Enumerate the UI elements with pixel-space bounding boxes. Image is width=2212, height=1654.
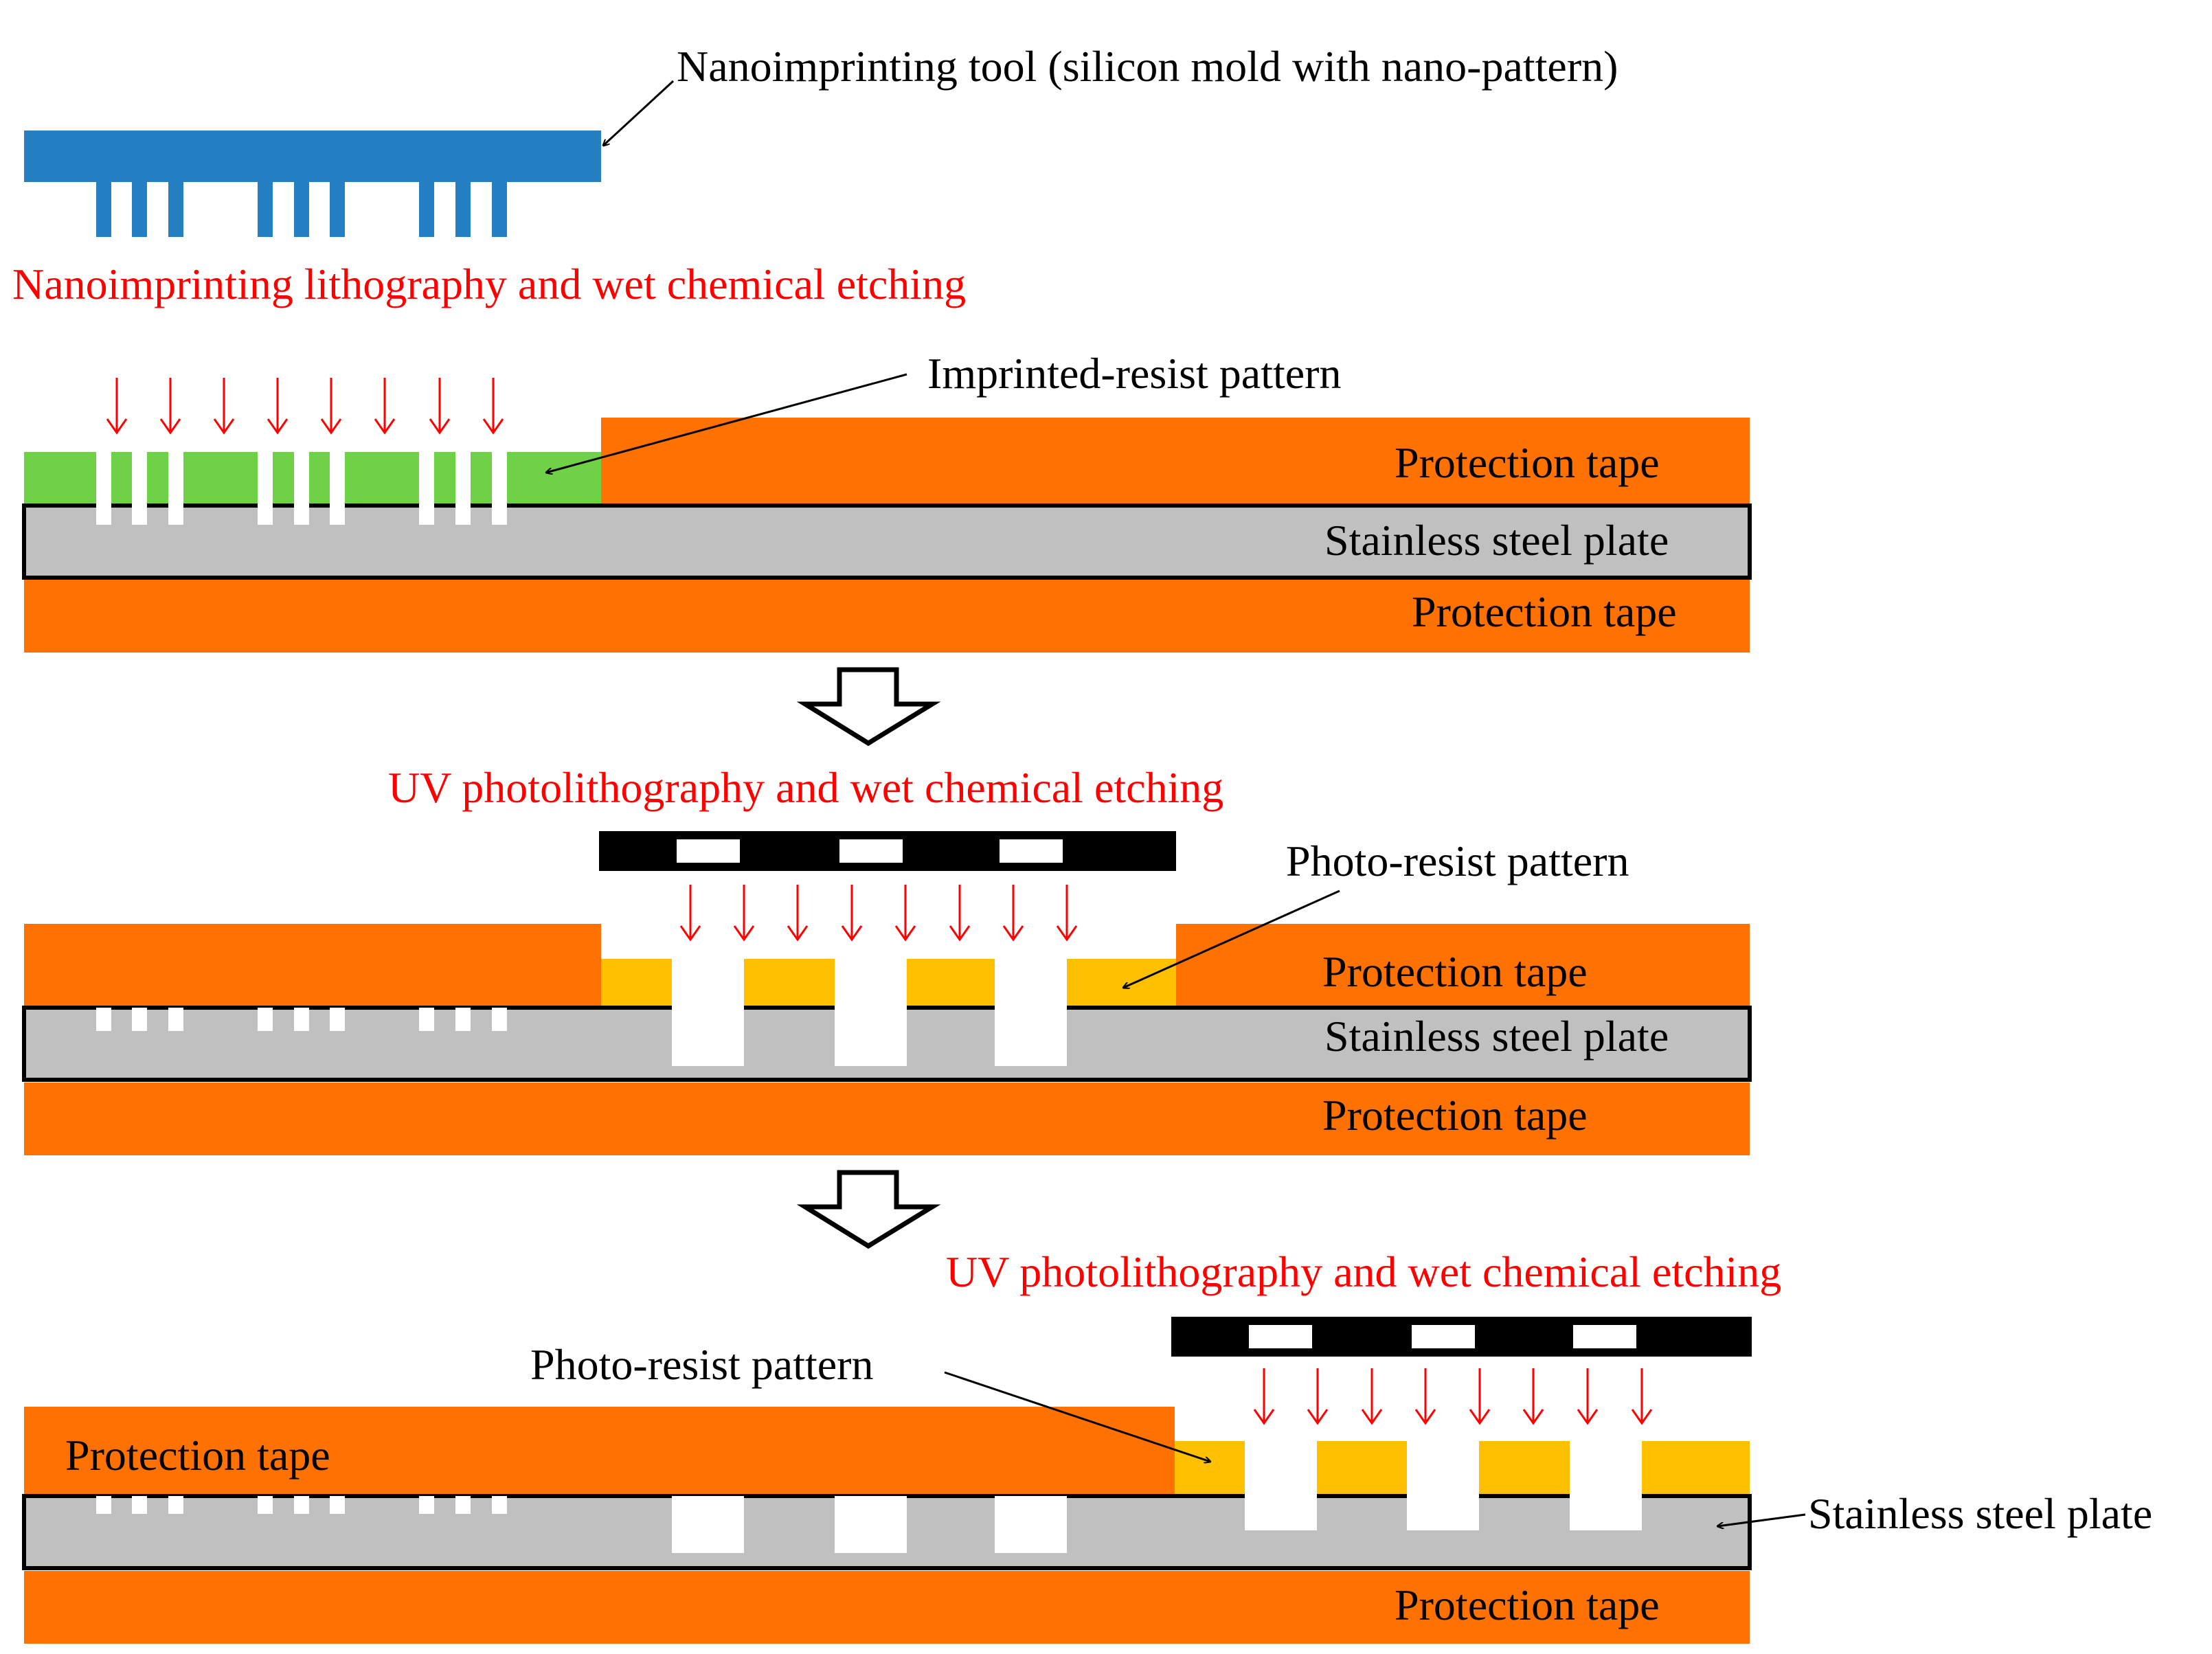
stage1-steel-plate <box>22 503 1752 580</box>
stage1-stack <box>22 418 1752 653</box>
stage2-etch-arrows <box>679 885 1078 942</box>
process-arrow-2 <box>796 1170 941 1249</box>
stage3-left-tape-label: Protection tape <box>65 1431 330 1480</box>
stage1-steel-label: Stainless steel plate <box>1324 516 1669 565</box>
stage3-mask <box>1171 1317 1752 1357</box>
stage2-stack <box>22 924 1752 1155</box>
imprinted-resist-leader <box>546 373 907 473</box>
stage2-bottom-tape-label: Protection tape <box>1322 1091 1588 1140</box>
imprinted-resist-label: Imprinted-resist pattern <box>927 349 1341 398</box>
step1-title: Nanoimprinting lithography and wet chemi… <box>12 260 966 308</box>
step2-title: UV photolithography and wet chemical etc… <box>388 763 1223 812</box>
stage2-steel-label: Stainless steel plate <box>1324 1012 1669 1061</box>
photo-resist-leader-1 <box>1123 890 1340 988</box>
tool-leader-line <box>603 80 675 146</box>
stage3-left-tape <box>24 1407 1175 1496</box>
photo-resist-leader-2 <box>944 1371 1210 1462</box>
stage1-top-tape-label: Protection tape <box>1395 438 1660 487</box>
stage3-stack <box>22 1407 1752 1644</box>
tool-label: Nanoimprinting tool (silicon mold with n… <box>677 42 1618 91</box>
nanoimprinting-mold <box>24 131 601 237</box>
stage3-steel-leader <box>1717 1513 1806 1526</box>
stage3-bottom-tape-label: Protection tape <box>1395 1581 1660 1629</box>
step3-title: UV photolithography and wet chemical etc… <box>946 1247 1781 1296</box>
process-arrow-1 <box>796 667 941 747</box>
stage1-bottom-tape <box>24 580 1750 653</box>
stage1-etch-arrows <box>106 378 504 435</box>
photo-resist-label-1: Photo-resist pattern <box>1286 837 1629 885</box>
photo-resist-label-2: Photo-resist pattern <box>530 1340 873 1389</box>
stage3-bottom-tape <box>24 1571 1750 1644</box>
stage2-right-tape <box>1176 924 1750 1008</box>
stage3-steel-label: Stainless steel plate <box>1808 1489 2152 1538</box>
stage3-etch-arrows <box>1253 1368 1653 1425</box>
stage2-right-tape-label: Protection tape <box>1322 947 1588 996</box>
stage2-left-tape <box>24 924 601 1008</box>
stage1-top-tape <box>601 418 1750 506</box>
stage1-bottom-tape-label: Protection tape <box>1412 587 1677 636</box>
stage2-bottom-tape <box>24 1083 1750 1155</box>
stage2-mask <box>599 831 1176 871</box>
